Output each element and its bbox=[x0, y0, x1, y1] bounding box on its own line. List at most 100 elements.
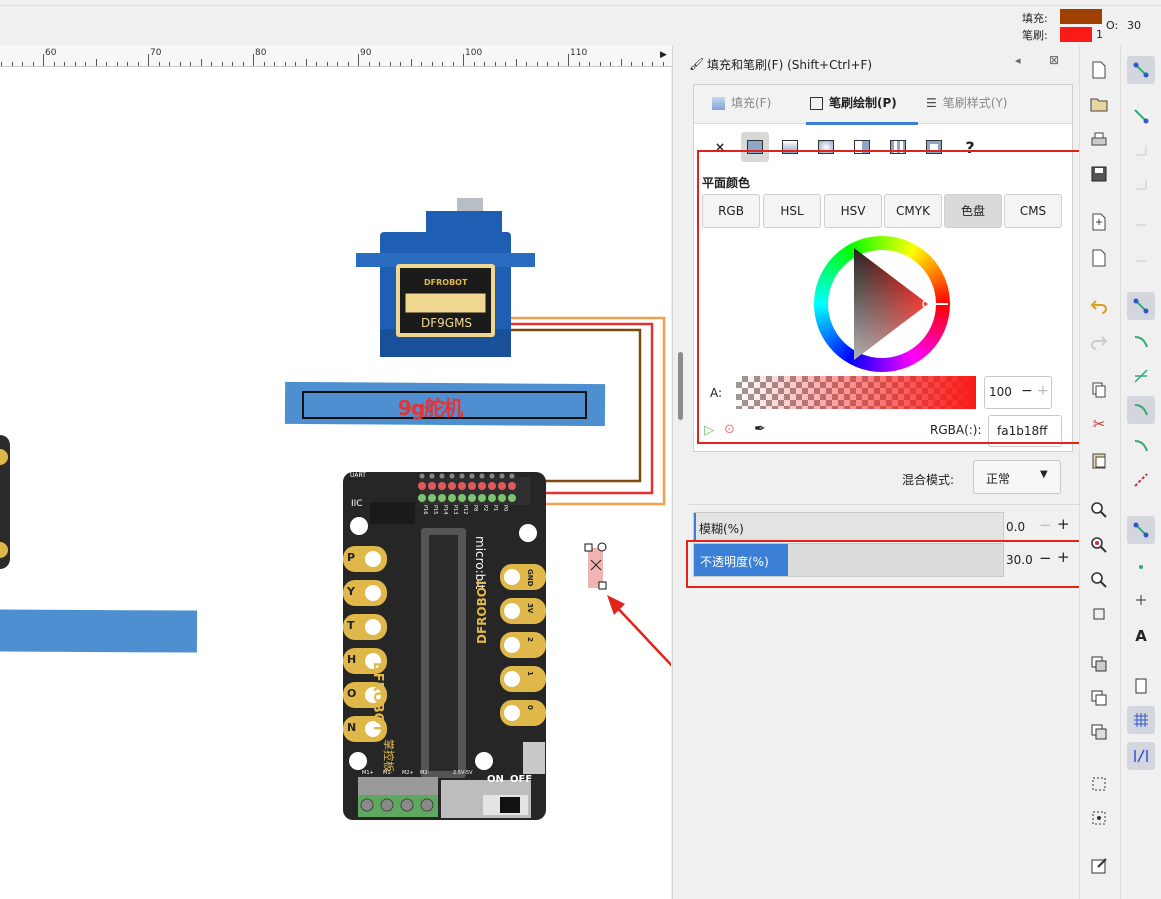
mode-wheel-button[interactable]: 色盘 bbox=[944, 194, 1002, 228]
zoom-selection-icon[interactable] bbox=[1085, 496, 1113, 524]
saturation-triangle[interactable] bbox=[814, 236, 950, 372]
open-icon[interactable] bbox=[1085, 90, 1113, 118]
rgba-value[interactable]: fa1b18ff bbox=[997, 424, 1048, 438]
snap-nodes-icon[interactable] bbox=[1127, 292, 1155, 320]
snap-grid-icon[interactable] bbox=[1127, 706, 1155, 734]
eyedropper-icon[interactable]: ✒ bbox=[754, 421, 766, 437]
no-paint-icon[interactable]: × bbox=[714, 140, 726, 154]
snap-bbox-corner-icon[interactable] bbox=[1127, 170, 1155, 198]
ruler-tick bbox=[641, 62, 643, 66]
print-icon[interactable] bbox=[1085, 126, 1113, 154]
fill-swatch[interactable] bbox=[1060, 9, 1102, 24]
unset-paint-icon[interactable]: ? bbox=[965, 137, 975, 157]
ungroup-icon[interactable] bbox=[1085, 804, 1113, 832]
scroll-thumb[interactable] bbox=[678, 352, 683, 420]
expansion-board[interactable] bbox=[343, 472, 546, 820]
import-icon[interactable] bbox=[1085, 208, 1113, 236]
zoom-width-icon[interactable] bbox=[1085, 600, 1113, 628]
opacity-indicator-value[interactable]: 30 bbox=[1127, 19, 1141, 32]
snap-cusp-icon[interactable] bbox=[1127, 396, 1155, 424]
opacity-slider[interactable]: 不透明度(%) bbox=[693, 543, 1004, 577]
close-icon[interactable]: ⊠ bbox=[1049, 53, 1060, 67]
snap-enable-icon[interactable] bbox=[1127, 56, 1155, 84]
alpha-increase-button[interactable]: + bbox=[1037, 383, 1049, 399]
snap-bbox-mid-icon[interactable] bbox=[1127, 206, 1155, 234]
mode-hsv-button[interactable]: HSV bbox=[824, 194, 882, 228]
copy-icon[interactable] bbox=[1085, 376, 1113, 404]
mode-rgb-button[interactable]: RGB bbox=[702, 194, 760, 228]
partial-board[interactable] bbox=[0, 435, 10, 569]
tab-stroke-style[interactable]: ☰笔刷样式(Y) bbox=[926, 85, 1036, 122]
mode-cms-button[interactable]: CMS bbox=[1004, 194, 1062, 228]
snap-smooth-icon[interactable] bbox=[1127, 432, 1155, 460]
blur-increase-button[interactable]: + bbox=[1057, 515, 1070, 533]
clone-icon[interactable] bbox=[1085, 684, 1113, 712]
paste-icon[interactable] bbox=[1085, 446, 1113, 474]
tab-fill[interactable]: 填充(F) bbox=[712, 85, 792, 122]
selection-handle[interactable] bbox=[584, 543, 593, 552]
redo-icon[interactable] bbox=[1085, 328, 1113, 356]
blend-mode-value[interactable]: 正常 bbox=[986, 472, 1011, 486]
snap-path-icon[interactable] bbox=[1127, 328, 1155, 356]
selected-object[interactable] bbox=[588, 548, 603, 588]
board-header-pin bbox=[468, 494, 476, 502]
drawing-canvas[interactable]: DFROBOT DF9GMS 9g舵机 UART IIC DFROBOT 掌控板… bbox=[0, 67, 671, 899]
snap-page-icon[interactable] bbox=[1127, 672, 1155, 700]
stroke-swatch[interactable] bbox=[1060, 27, 1092, 42]
flat-color-icon[interactable] bbox=[741, 132, 769, 162]
wire-red[interactable] bbox=[500, 322, 654, 495]
horizontal-ruler[interactable]: 60 70 80 90 100 110 ▶ bbox=[0, 46, 672, 67]
servo-motor[interactable] bbox=[356, 198, 535, 357]
fill-stroke-dialog-icon[interactable] bbox=[1085, 852, 1113, 880]
zoom-page-icon[interactable] bbox=[1085, 566, 1113, 594]
snap-midpoint-icon[interactable] bbox=[1127, 466, 1155, 494]
ruler-label: 110 bbox=[570, 48, 588, 58]
snap-bbox-edge-icon[interactable] bbox=[1127, 136, 1155, 164]
alpha-decrease-button[interactable]: − bbox=[1021, 383, 1033, 399]
blur-decrease-button[interactable]: − bbox=[1039, 516, 1052, 534]
mode-hsl-button[interactable]: HSL bbox=[763, 194, 821, 228]
opacity-decrease-button[interactable]: − bbox=[1039, 549, 1052, 567]
mode-cmyk-button[interactable]: CMYK bbox=[884, 194, 942, 228]
unlink-clone-icon[interactable] bbox=[1085, 718, 1113, 746]
tab-stroke-paint[interactable]: 笔刷绘制(P) bbox=[806, 85, 918, 125]
rotation-handle[interactable] bbox=[597, 542, 607, 552]
blur-slider[interactable]: 模糊(%) bbox=[693, 512, 1004, 542]
snap-object-center-icon[interactable] bbox=[1127, 552, 1155, 580]
board-header-pin bbox=[439, 473, 445, 479]
vertical-scrollbar[interactable] bbox=[672, 46, 689, 899]
blur-value[interactable]: 0.0 bbox=[1006, 520, 1026, 534]
panel-menu-icon[interactable]: ◂ bbox=[1015, 54, 1021, 67]
opacity-increase-button[interactable]: + bbox=[1057, 548, 1070, 566]
group-icon[interactable] bbox=[1085, 770, 1113, 798]
new-document-icon[interactable] bbox=[1085, 56, 1113, 84]
save-icon[interactable] bbox=[1085, 160, 1113, 188]
zoom-drawing-icon[interactable] bbox=[1085, 531, 1113, 559]
snap-rotation-center-icon[interactable] bbox=[1127, 586, 1155, 614]
highlight-box-color bbox=[697, 150, 1108, 444]
wire-brown[interactable] bbox=[500, 328, 642, 483]
rgba-input[interactable]: fa1b18ff bbox=[988, 415, 1062, 447]
snap-text-baseline-icon[interactable]: A bbox=[1135, 627, 1147, 645]
snap-center-icon[interactable] bbox=[1127, 242, 1155, 270]
wire-orange[interactable] bbox=[500, 316, 666, 506]
snap-guide-icon[interactable] bbox=[1127, 742, 1155, 770]
stroke-width-value[interactable]: 1 bbox=[1096, 28, 1103, 41]
cut-icon[interactable]: ✂ bbox=[1092, 415, 1106, 433]
alpha-value[interactable]: 100 bbox=[989, 385, 1012, 399]
blend-mode-select[interactable]: 正常 ▼ bbox=[973, 460, 1061, 494]
alpha-spinbox[interactable]: 100 − + bbox=[984, 376, 1052, 409]
duplicate-icon[interactable] bbox=[1085, 650, 1113, 678]
export-icon[interactable] bbox=[1085, 244, 1113, 272]
ruler-tick bbox=[442, 62, 443, 66]
selection-handle[interactable] bbox=[598, 581, 607, 590]
snap-bbox-icon[interactable] bbox=[1127, 102, 1155, 130]
snap-intersection-icon[interactable] bbox=[1127, 362, 1155, 390]
undo-icon[interactable] bbox=[1085, 292, 1113, 320]
blue-bar-left[interactable] bbox=[0, 609, 198, 653]
alpha-slider[interactable] bbox=[736, 376, 976, 409]
snap-others-icon[interactable] bbox=[1127, 516, 1155, 544]
board-header-pin bbox=[438, 494, 446, 502]
board-header-label: P1 bbox=[492, 505, 498, 512]
opacity-value[interactable]: 30.0 bbox=[1006, 553, 1033, 567]
